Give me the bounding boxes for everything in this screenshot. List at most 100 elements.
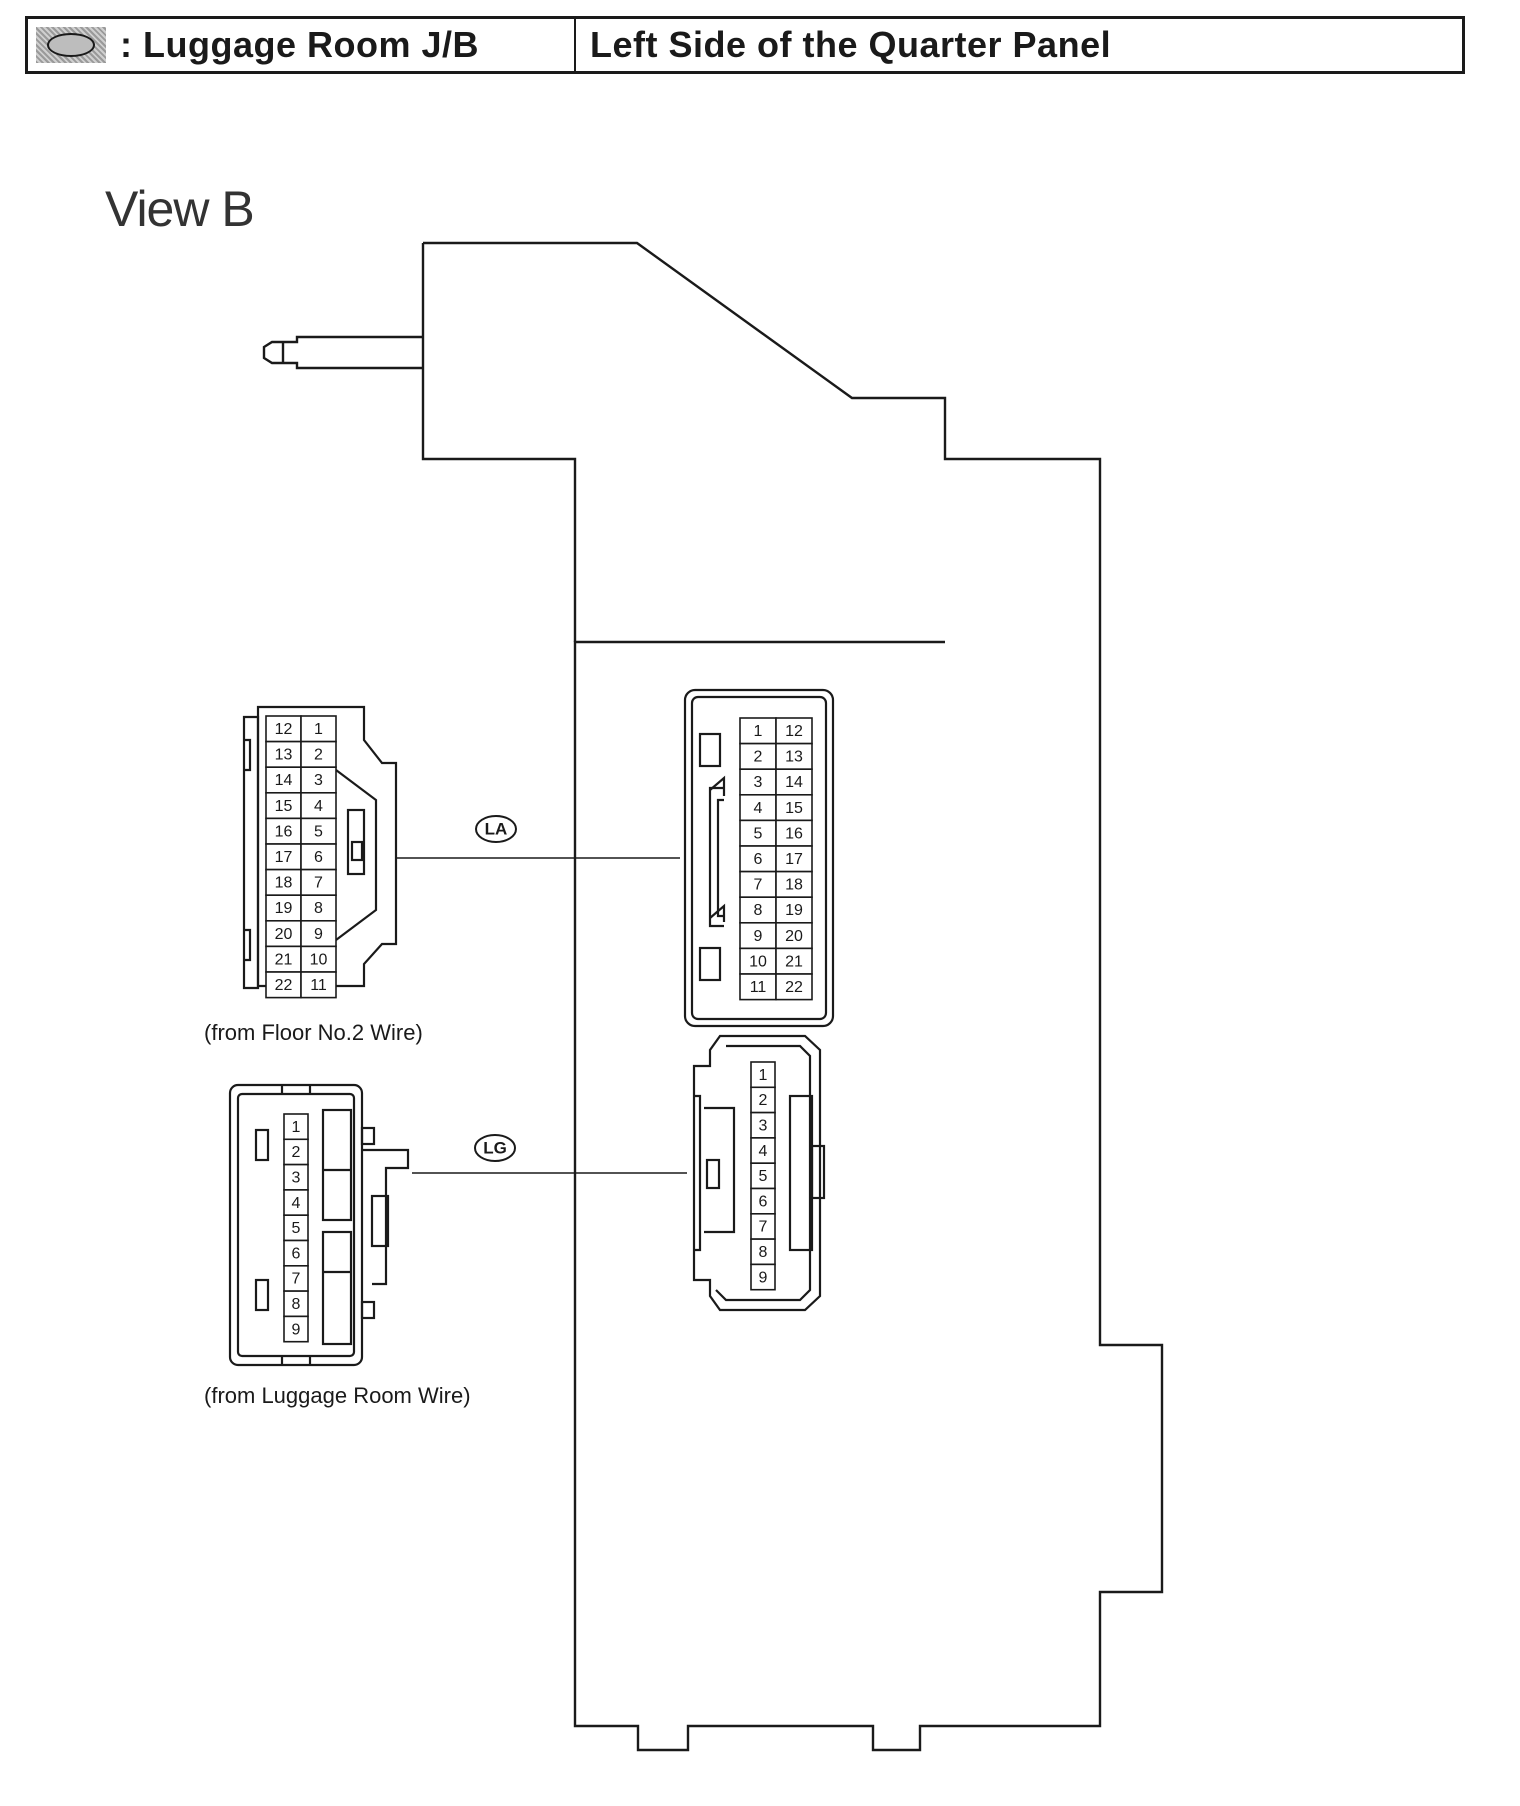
la-jb-pin-18-cell <box>775 870 813 898</box>
la-wire-pin-12: 12 <box>275 721 293 738</box>
la-wire-pin-4: 4 <box>314 798 323 815</box>
lg-jb-connector-housing <box>692 1034 826 1312</box>
la-jb-pin-16: 16 <box>785 825 803 842</box>
la-jb-pin-15-cell <box>775 793 813 822</box>
lg-wire-pin-4-cell <box>283 1189 309 1217</box>
la-jb-pin-22: 22 <box>785 979 803 996</box>
la-jb-pin-18: 18 <box>785 877 803 894</box>
la-wire-pin-3-cell <box>300 766 337 794</box>
la-wire-pin-22: 22 <box>275 977 293 994</box>
lg-wire-pin-6-cell <box>283 1239 309 1267</box>
lg-wire-pin-8-cell <box>283 1290 309 1318</box>
la-wire-pin-20: 20 <box>275 926 293 943</box>
lg-wire-pin-6: 6 <box>292 1245 301 1262</box>
lg-jb-pin-4-cell <box>750 1137 776 1165</box>
la-jb-pin-8: 8 <box>754 902 763 919</box>
lg-wire-pin-5: 5 <box>292 1220 301 1237</box>
lg-jb-pin-9: 9 <box>759 1269 768 1286</box>
lg-wire-pin-3-cell <box>283 1163 309 1191</box>
la-jb-pin-14-cell <box>775 768 813 796</box>
la-jb-pin-3: 3 <box>754 774 763 791</box>
la-jb-pin-11: 11 <box>750 979 767 996</box>
la-jb-pin-3-cell <box>739 768 777 796</box>
la-wire-pin-1-cell <box>300 715 337 743</box>
la-jb-pin-22-cell <box>775 973 813 1001</box>
la-jb-pin-17-cell <box>775 845 813 873</box>
la-code-text: LA <box>485 819 508 838</box>
lg-source-label: (from Luggage Room Wire) <box>204 1383 471 1408</box>
la-wire-pin-7: 7 <box>314 875 323 892</box>
la-jb-pin-6-cell <box>739 845 777 873</box>
la-jb-pin-10: 10 <box>749 953 767 970</box>
la-jb-pin-21: 21 <box>785 953 803 970</box>
lg-wire-pin-2-cell <box>283 1138 309 1166</box>
lg-wire-pin-8: 8 <box>292 1296 301 1313</box>
la-jb-pin-20: 20 <box>785 928 803 945</box>
la-jb-connector-housing <box>683 688 835 1028</box>
la-jb-pin-19: 19 <box>785 902 803 919</box>
la-wire-pin-19: 19 <box>275 900 293 917</box>
la-jb-pin-19-cell <box>775 896 813 924</box>
lg-wire-pin-4: 4 <box>292 1195 301 1212</box>
la-jb-pin-10-cell <box>739 947 777 975</box>
lg-jb-pin-5-cell <box>750 1162 776 1190</box>
la-wire-pin-15: 15 <box>275 798 293 815</box>
lg-jb-pin-6: 6 <box>759 1193 768 1210</box>
lg-wire-pin-column: 1 2 3 4 5 6 7 8 9 <box>283 1113 309 1343</box>
lg-wire-pin-9-cell <box>283 1315 309 1343</box>
la-wire-pin-6: 6 <box>314 849 323 866</box>
lg-code-badge: LG <box>474 1134 516 1162</box>
la-jb-pin-6: 6 <box>754 851 763 868</box>
la-jb-pin-12: 12 <box>785 723 803 740</box>
la-jb-pin-5: 5 <box>754 825 763 842</box>
la-wire-pin-5-cell <box>300 817 337 845</box>
lg-jb-pin-4: 4 <box>759 1143 768 1160</box>
la-jb-pin-9: 9 <box>754 928 763 945</box>
la-wire-pin-11: 11 <box>310 977 327 994</box>
la-jb-pin-5-cell <box>739 819 777 847</box>
la-wire-pin-18: 18 <box>275 875 293 892</box>
la-jb-pin-14: 14 <box>785 774 803 791</box>
junction-block-upper-block <box>421 243 577 642</box>
la-wire-pin-10: 10 <box>310 951 328 968</box>
view-title: View B <box>105 181 255 237</box>
la-jb-pin-7: 7 <box>754 877 763 894</box>
lg-jb-pin-8: 8 <box>759 1244 768 1261</box>
position-cell: Left Side of the Quarter Panel <box>576 19 1462 71</box>
lg-wire-connector-housing <box>228 1083 410 1367</box>
la-wire-pin-10-cell <box>300 945 337 973</box>
location-cell: : Luggage Room J/B <box>28 19 576 71</box>
location-label: : Luggage Room J/B <box>120 24 479 65</box>
lg-wire-pin-7: 7 <box>292 1271 301 1288</box>
lg-jb-pin-6-cell <box>750 1187 776 1215</box>
lg-wire-pin-1: 1 <box>292 1119 301 1136</box>
la-source-label: (from Floor No.2 Wire) <box>204 1020 423 1045</box>
lg-wire-pin-9: 9 <box>292 1321 301 1338</box>
junction-block-body-outline <box>423 241 1164 1752</box>
la-wire-pin-8-cell <box>300 894 337 922</box>
la-wire-pin-2: 2 <box>314 747 323 764</box>
la-jb-pin-15: 15 <box>785 800 803 817</box>
lg-jb-pin-2: 2 <box>759 1092 768 1109</box>
la-code-badge: LA <box>475 815 517 843</box>
la-wire-pin-1: 1 <box>314 721 323 738</box>
la-jb-pin-11-cell <box>739 973 777 1001</box>
mounting-stud <box>262 335 423 370</box>
la-wire-pin-14: 14 <box>275 772 293 789</box>
la-wire-pin-16: 16 <box>275 823 293 840</box>
la-jb-pin-1: 1 <box>754 723 763 740</box>
la-wire-pin-17: 17 <box>275 849 293 866</box>
la-wire-pin-13-cell <box>265 740 302 768</box>
la-wire-pin-13: 13 <box>275 747 293 764</box>
lg-wire-pin-3: 3 <box>292 1169 301 1186</box>
lg-wire-pin-2: 2 <box>292 1144 301 1161</box>
lg-jb-pin-7: 7 <box>759 1219 768 1236</box>
la-jb-pin-21-cell <box>775 947 813 975</box>
la-wire-pin-22-cell <box>265 971 302 999</box>
junction-block-symbol-icon <box>36 27 106 63</box>
la-jb-pin-4-cell <box>739 793 777 822</box>
